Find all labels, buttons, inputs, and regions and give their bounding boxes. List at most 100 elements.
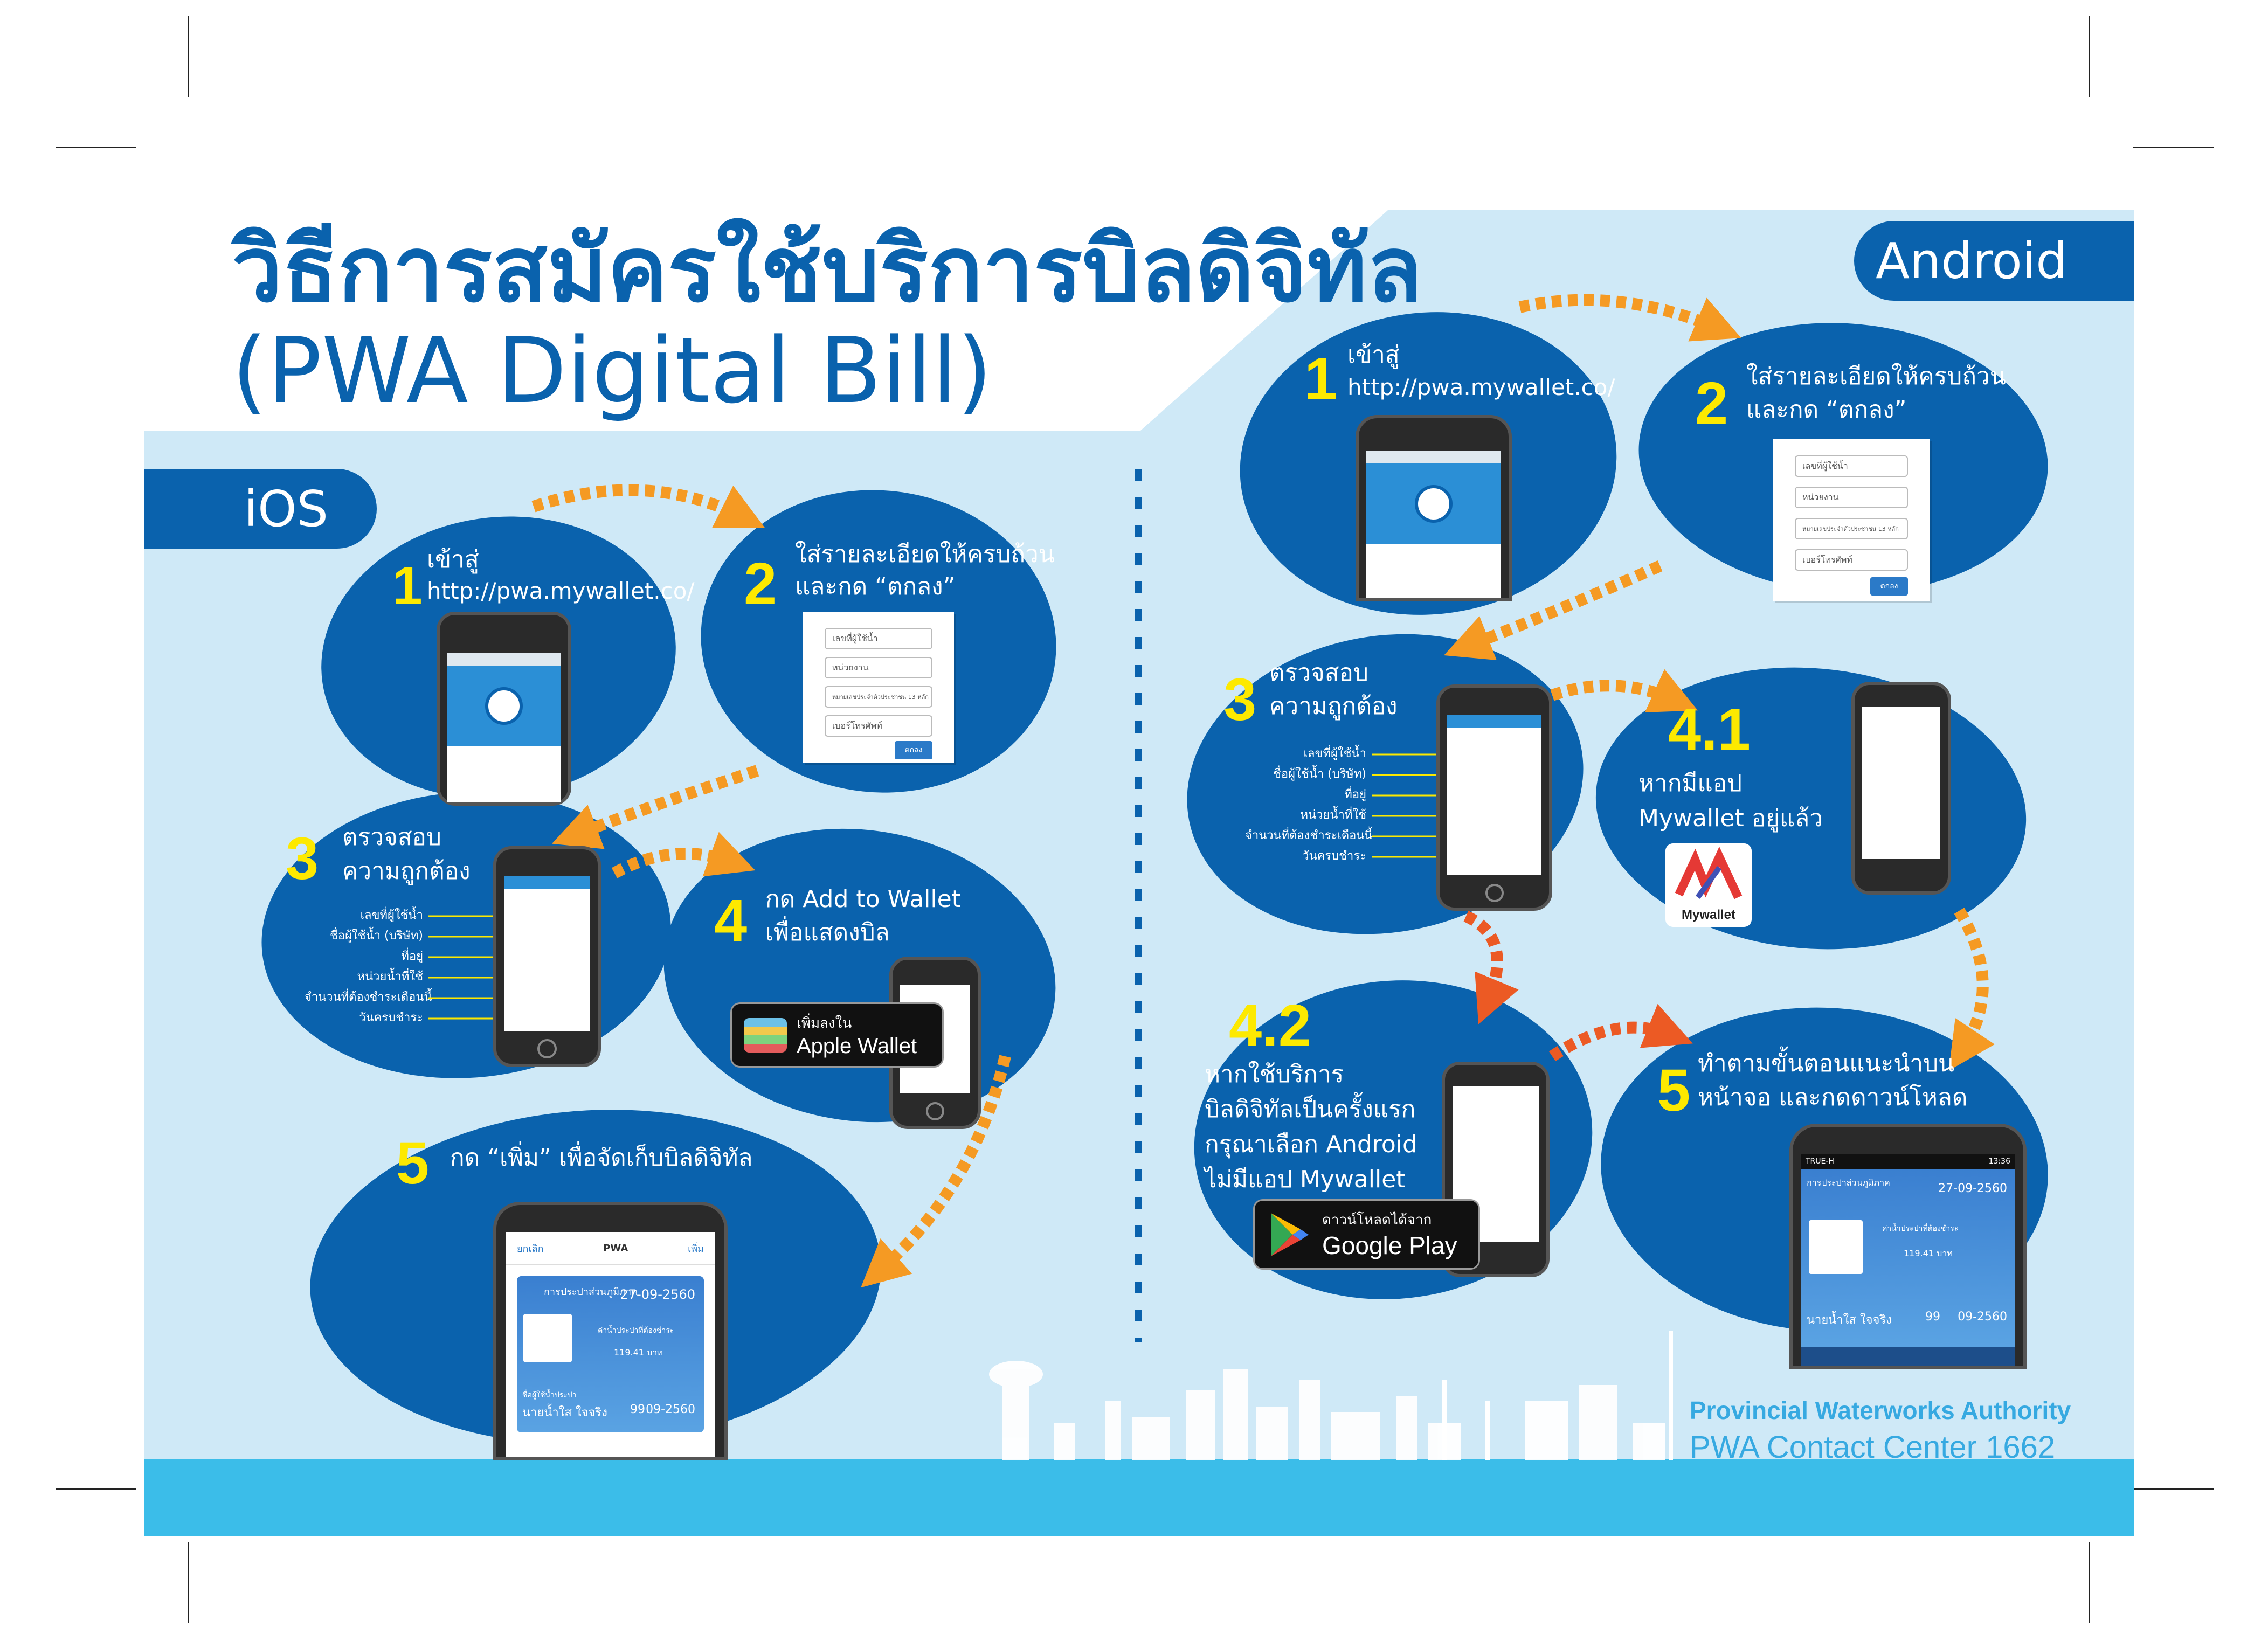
android-step1-phone xyxy=(1356,415,1512,601)
android-step42-text2: บิลดิจิทัลเป็นครั้งแรก xyxy=(1205,1096,1416,1123)
android-tag-label: Android xyxy=(1876,232,2068,290)
android-register-form: เลขที่ผู้ใช้น้ำ หน่วยงาน หมายเลขประจำตัว… xyxy=(1773,439,1930,601)
form-ok-button[interactable]: ตกลง xyxy=(895,741,932,759)
form-field-user-id[interactable]: เลขที่ผู้ใช้น้ำ xyxy=(1795,455,1908,477)
crop-mark xyxy=(56,1488,136,1490)
add-to-apple-wallet-button[interactable]: เพิ่มลงใน Apple Wallet xyxy=(730,1002,944,1068)
ios-step3-text2: ความถูกต้อง xyxy=(342,857,471,885)
check-label: จำนวนที่ต้องชำระเดือนนี้ xyxy=(305,991,432,1004)
check-label: วันครบชำระ xyxy=(1302,849,1366,863)
footer-contact-center: PWA Contact Center 1662 xyxy=(1690,1430,2056,1465)
home-button[interactable] xyxy=(926,1102,944,1120)
mywallet-logo-icon xyxy=(1675,846,1743,899)
bill-period: 09-2560 xyxy=(646,1403,695,1416)
crop-mark xyxy=(188,16,189,97)
bill-org: การประปาส่วนภูมิภาค xyxy=(544,1286,638,1298)
check-label: ที่อยู่ xyxy=(1344,788,1366,801)
bill-amount: 119.41 บาท xyxy=(614,1347,663,1358)
android-step1-text: เข้าสู่ xyxy=(1347,341,1400,369)
bill-amount-label: ค่าน้ำประปาที่ต้องชำระ xyxy=(1882,1224,1959,1233)
ios-step2-number: 2 xyxy=(744,551,777,617)
ios-step2-text2: และกด “ตกลง” xyxy=(795,573,956,600)
android-step1-number: 1 xyxy=(1304,346,1338,412)
bill-org: การประปาส่วนภูมิภาค xyxy=(1807,1178,1890,1188)
bill-units: 99 xyxy=(630,1403,645,1416)
android-step3-number: 3 xyxy=(1223,667,1257,733)
bill-due: 27-09-2560 xyxy=(1938,1182,2007,1195)
wallet-button-small: เพิ่มลงใน xyxy=(797,1015,852,1031)
page-subtitle: (PWA Digital Bill) xyxy=(232,318,993,424)
form-field-user-id[interactable]: เลขที่ผู้ใช้น้ำ xyxy=(825,628,932,649)
android-step42-text4: ไม่มีแอป Mywallet xyxy=(1205,1166,1406,1193)
google-play-big: Google Play xyxy=(1322,1231,1457,1259)
android-step42-text1: หากใช้บริการ xyxy=(1205,1061,1344,1088)
google-play-button[interactable]: ดาวน์โหลดได้จาก Google Play xyxy=(1253,1199,1480,1270)
status-carrier: TRUE-H xyxy=(1806,1157,1834,1166)
android-check-labels: เลขที่ผู้ใช้น้ำ ชื่อผู้ใช้น้ำ (บริษัท) ท… xyxy=(1245,744,1372,867)
page-title: วิธีการสมัครใช้บริการบิลดิจิทัล xyxy=(232,217,1423,322)
crop-mark xyxy=(2133,1488,2214,1490)
crop-mark xyxy=(2089,1542,2090,1623)
crop-mark xyxy=(188,1542,189,1623)
ios-step5-number: 5 xyxy=(396,1130,430,1196)
android-step41-phone xyxy=(1851,682,1951,895)
android-bill-card: การประปาส่วนภูมิภาค 27-09-2560 ค่าน้ำประ… xyxy=(1801,1169,2015,1347)
ios-tag: iOS xyxy=(144,469,377,549)
android-step1-url[interactable]: http://pwa.mywallet.co/ xyxy=(1347,374,1615,400)
add-link[interactable]: เพิ่ม xyxy=(688,1243,704,1255)
android-step2-text1: ใส่รายละเอียดให้ครบถ้วน xyxy=(1746,363,2006,390)
bill-period: 09-2560 xyxy=(1958,1310,2007,1324)
ios-step3-text1: ตรวจสอบ xyxy=(342,823,441,851)
crop-mark xyxy=(2133,147,2214,148)
android-tag: Android xyxy=(1854,221,2134,301)
bill-name: นายน้ำใส ใจจริง xyxy=(522,1406,607,1420)
ios-step5-text: กด “เพิ่ม” เพื่อจัดเก็บบิลดิจิทัล xyxy=(450,1144,753,1172)
form-field-phone[interactable]: เบอร์โทรศัพท์ xyxy=(1795,549,1908,571)
wallet-icon xyxy=(744,1017,787,1053)
check-label: ชื่อผู้ใช้น้ำ (บริษัท) xyxy=(329,929,423,943)
crop-mark xyxy=(56,147,136,148)
android-step2-number: 2 xyxy=(1695,370,1728,437)
form-field-branch[interactable]: หน่วยงาน xyxy=(825,657,932,678)
bill-amount: 119.41 บาท xyxy=(1904,1248,1953,1258)
bill-amount-label: ค่าน้ำประปาที่ต้องชำระ xyxy=(598,1326,674,1335)
ios-step5-phone: ยกเลิก PWA เพิ่ม การประปาส่วนภูมิภาค 27-… xyxy=(493,1202,728,1460)
wallet-button-big: Apple Wallet xyxy=(797,1034,917,1058)
ios-check-labels: เลขที่ผู้ใช้น้ำ ชื่อผู้ใช้น้ำ (บริษัท) ท… xyxy=(305,905,432,1028)
cancel-link[interactable]: ยกเลิก xyxy=(517,1243,544,1255)
ios-register-form: เลขที่ผู้ใช้น้ำ หน่วยงาน หมายเลขประจำตัว… xyxy=(803,612,954,763)
android-step3-text1: ตรวจสอบ xyxy=(1269,659,1368,687)
form-field-branch[interactable]: หน่วยงาน xyxy=(1795,487,1908,508)
android-step5-phone: TRUE-H 13:36 การประปาส่วนภูมิภาค 27-09-2… xyxy=(1789,1124,2027,1369)
bill-name: นายน้ำใส ใจจริง xyxy=(1807,1313,1892,1327)
android-step5-text2: หน้าจอ และกดดาวน์โหลด xyxy=(1698,1084,1968,1111)
ios-step1-url[interactable]: http://pwa.mywallet.co/ xyxy=(427,578,695,604)
ios-bill-card: การประปาส่วนภูมิภาค 27-09-2560 ค่าน้ำประ… xyxy=(517,1276,704,1432)
android-step5-text1: ทำตามขั้นตอนแนะนำบน xyxy=(1698,1050,1955,1077)
mywallet-app-icon[interactable]: Mywallet xyxy=(1665,843,1752,927)
home-button[interactable] xyxy=(1485,884,1504,902)
ios-step4-text1: กด Add to Wallet xyxy=(765,885,961,913)
home-button[interactable] xyxy=(537,1039,557,1058)
ios-step4-number: 4 xyxy=(714,888,748,954)
ios-step4-text2: เพื่อแสดงบิล xyxy=(765,919,890,946)
check-label: เลขที่ผู้ใช้น้ำ xyxy=(360,909,424,922)
form-field-id-card[interactable]: หมายเลขประจำตัวประชาชน 13 หลัก xyxy=(825,686,932,708)
bill-units: 99 xyxy=(1925,1310,1940,1324)
form-field-id-card[interactable]: หมายเลขประจำตัวประชาชน 13 หลัก xyxy=(1795,518,1908,539)
form-field-phone[interactable]: เบอร์โทรศัพท์ xyxy=(825,715,932,737)
footer-band xyxy=(144,1459,2134,1536)
form-ok-button[interactable]: ตกลง xyxy=(1870,577,1908,596)
android-step41-number: 4.1 xyxy=(1668,696,1751,763)
pwa-emblem-icon xyxy=(1415,485,1453,523)
pwa-emblem-icon xyxy=(485,687,523,725)
check-label: หน่วยน้ำที่ใช้ xyxy=(1300,808,1366,822)
check-label: วันครบชำระ xyxy=(359,1011,423,1024)
ios-step1-phone xyxy=(437,612,571,806)
ios-step3-phone xyxy=(493,846,601,1067)
android-step2-text2: และกด “ตกลง” xyxy=(1746,396,1907,424)
phone-title: PWA xyxy=(603,1242,628,1254)
